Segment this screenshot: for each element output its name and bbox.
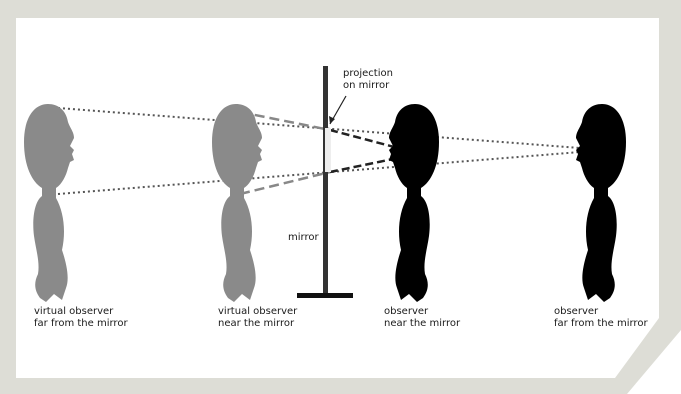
- observer-far-label-line1: observer: [554, 306, 648, 318]
- virtual-near-label-line1: virtual observer: [218, 306, 297, 318]
- virtual-near-label: virtual observer near the mirror: [218, 306, 297, 330]
- observer-far-label: observer far from the mirror: [554, 306, 648, 330]
- observer-near-label-line1: observer: [384, 306, 460, 318]
- virtual-far-label-line1: virtual observer: [34, 306, 128, 318]
- projection-label-line1: projection: [343, 68, 393, 80]
- mirror-label-text: mirror: [288, 232, 319, 244]
- observer-near-label-line2: near the mirror: [384, 318, 460, 330]
- observer-far-label-line2: far from the mirror: [554, 318, 648, 330]
- virtual-near-label-line2: near the mirror: [218, 318, 297, 330]
- virtual-far-label-line2: far from the mirror: [34, 318, 128, 330]
- mirror-bar: [323, 66, 328, 296]
- observer-near-label: observer near the mirror: [384, 306, 460, 330]
- mirror-base: [297, 293, 353, 298]
- mirror-label: mirror: [288, 232, 319, 244]
- virtual-far-label: virtual observer far from the mirror: [34, 306, 128, 330]
- projection-label: projection on mirror: [343, 68, 393, 92]
- projection-label-line2: on mirror: [343, 80, 393, 92]
- mirror-projection-highlight: [325, 128, 331, 172]
